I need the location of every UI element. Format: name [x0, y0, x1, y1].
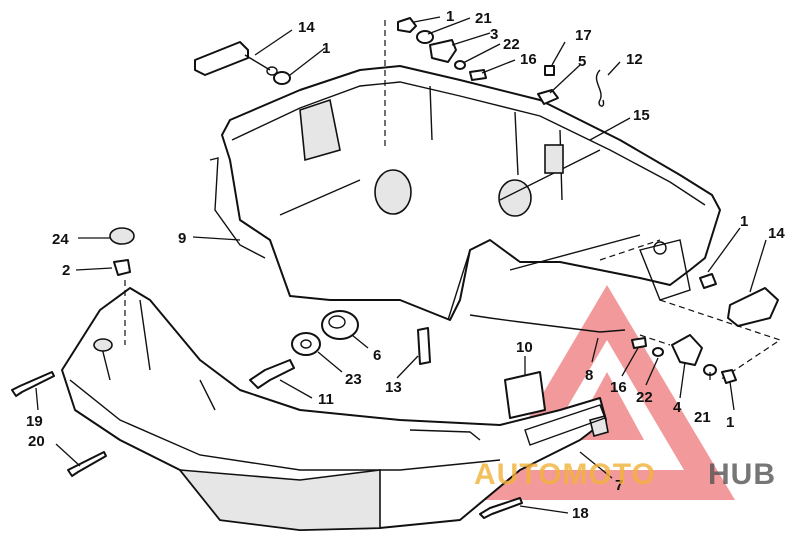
- callout-leaders: [35, 16, 767, 514]
- callout-6: 6: [373, 347, 381, 364]
- nut-1-right: [699, 273, 717, 289]
- lower-cowl-shell: [61, 287, 609, 531]
- washer-23: [291, 332, 321, 356]
- spring-12: [595, 69, 605, 107]
- callout-8: 8: [585, 367, 593, 384]
- leader-wire-9: [209, 157, 266, 259]
- handle-14-top: [194, 41, 278, 76]
- bolt-19: [11, 371, 55, 397]
- callout-10: 10: [516, 339, 533, 356]
- callout-labels: 14 1 1 21 3 22 16 17 5 12 15 9 24 2 1 14…: [26, 8, 785, 522]
- callout-16: 16: [520, 51, 537, 68]
- bumper-10: [504, 371, 546, 419]
- callout-20: 20: [28, 433, 45, 450]
- callout-14: 14: [768, 225, 785, 242]
- bracket-3: [429, 39, 457, 63]
- handle-14-right: [727, 287, 779, 327]
- callout-14: 14: [298, 19, 315, 36]
- callout-3: 3: [490, 26, 498, 43]
- grommet-24: [109, 227, 135, 245]
- callout-23: 23: [345, 371, 362, 388]
- nut-1-top: [397, 17, 417, 33]
- bracket-4: [671, 334, 703, 366]
- alignment-lines: [124, 20, 782, 381]
- callout-1: 1: [322, 40, 330, 57]
- screw-16-top: [469, 69, 487, 81]
- screw-16-right: [631, 337, 647, 349]
- strip-13: [417, 327, 431, 365]
- callout-12: 12: [626, 51, 643, 68]
- bolt-20: [67, 451, 107, 477]
- upper-cowl-shell: [221, 65, 721, 321]
- callout-22: 22: [503, 36, 520, 53]
- screw-17: [544, 65, 555, 76]
- callout-5: 5: [578, 53, 586, 70]
- callout-21: 21: [475, 10, 492, 27]
- nut-2: [113, 259, 131, 276]
- leader-wire-8: [469, 314, 626, 333]
- clip-5: [537, 89, 559, 105]
- callout-22: 22: [636, 389, 653, 406]
- stud-11: [249, 359, 295, 389]
- callout-16: 16: [610, 379, 627, 396]
- callout-4: 4: [673, 399, 682, 416]
- callout-7: 7: [615, 477, 623, 494]
- callout-15: 15: [633, 107, 650, 124]
- callout-1: 1: [740, 213, 748, 230]
- callout-1: 1: [726, 414, 734, 431]
- callout-18: 18: [572, 505, 589, 522]
- callout-21: 21: [694, 409, 711, 426]
- bolt-18: [479, 497, 523, 519]
- callout-9: 9: [178, 230, 186, 247]
- callout-17: 17: [575, 27, 592, 44]
- washer-22-top: [454, 60, 466, 70]
- callout-11: 11: [318, 391, 334, 408]
- watermark-automoto: AUTOMOTO: [474, 458, 656, 491]
- callout-13: 13: [385, 379, 402, 396]
- watermark-text: AUTOMOTO HUB: [474, 458, 776, 491]
- nut-1-bottom-right: [721, 369, 737, 384]
- washer-22-right: [652, 347, 664, 357]
- callout-1: 1: [446, 8, 454, 25]
- nut-1-top-left: [273, 71, 291, 85]
- callout-24: 24: [52, 231, 69, 248]
- callout-2: 2: [62, 262, 70, 279]
- watermark-hub: HUB: [708, 458, 776, 491]
- callout-19: 19: [26, 413, 43, 430]
